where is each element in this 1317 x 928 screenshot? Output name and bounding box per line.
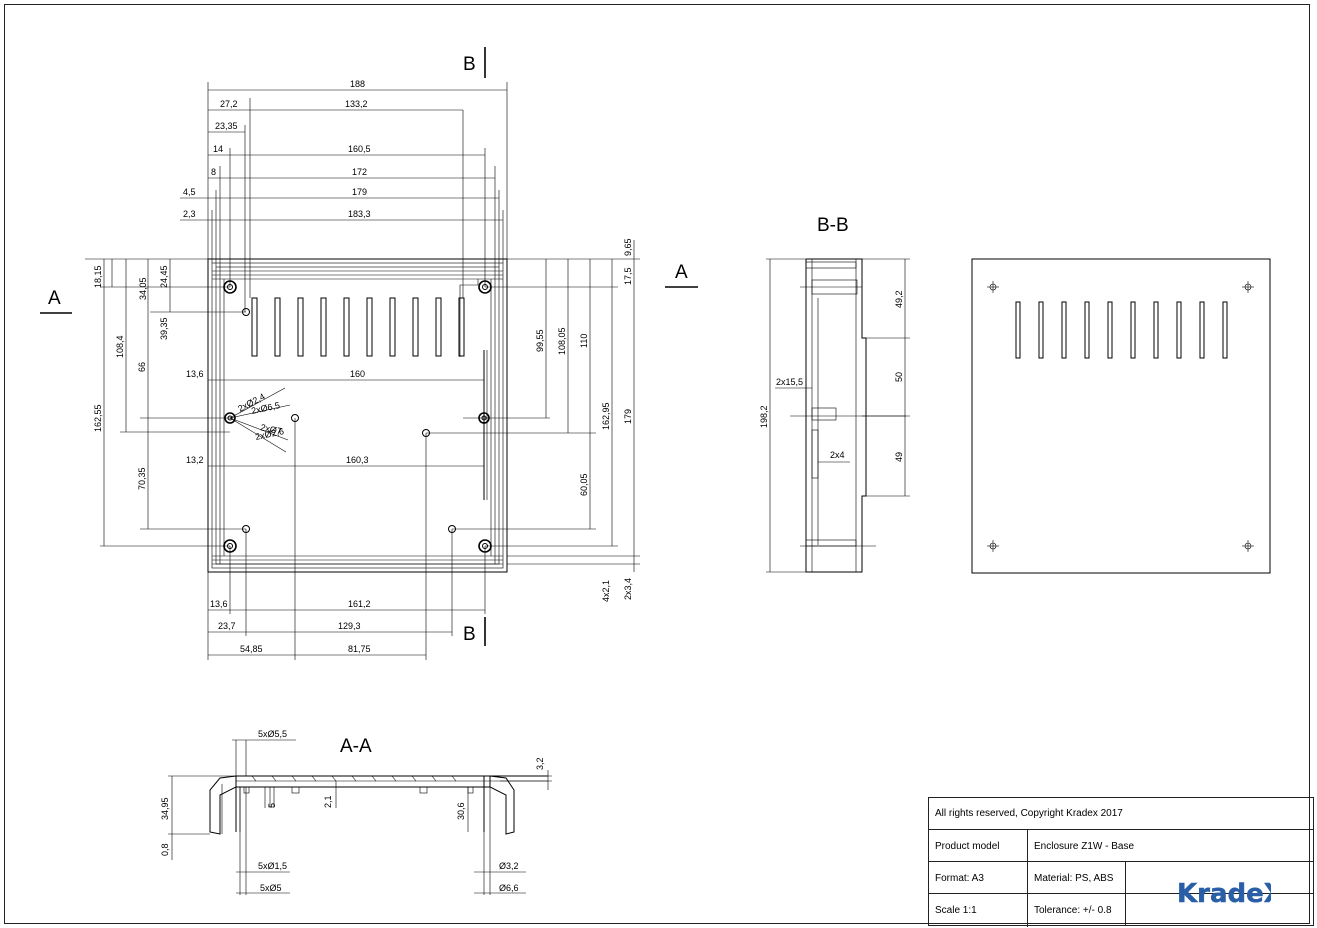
dim-2xd7: 2xØ7 bbox=[260, 422, 283, 436]
dim-2-3: 2,3 bbox=[183, 209, 196, 219]
dim-49-2: 49,2 bbox=[894, 290, 904, 308]
dim-129-3: 129,3 bbox=[338, 621, 361, 631]
dim-2x4: 2x4 bbox=[830, 450, 845, 460]
dim-13-6-bottom: 13,6 bbox=[210, 599, 228, 609]
section-b-top-label: B bbox=[463, 54, 476, 75]
dim-160-5: 160,5 bbox=[348, 144, 371, 154]
dim-108-05: 108,05 bbox=[557, 327, 567, 355]
dim-2-1: 2,1 bbox=[323, 795, 333, 808]
dim-2x3-4: 2x3,4 bbox=[623, 578, 633, 600]
dim-5: 5 bbox=[267, 803, 277, 808]
dim-188: 188 bbox=[350, 79, 365, 89]
dim-34-05: 34,05 bbox=[138, 277, 148, 300]
dim-0-8: 0,8 bbox=[160, 843, 170, 856]
section-a-right-label: A bbox=[675, 262, 688, 283]
section-b-bottom-label: B bbox=[463, 624, 476, 645]
dim-4-5: 4,5 bbox=[183, 187, 196, 197]
dim-13-6-mid: 13,6 bbox=[186, 369, 204, 379]
dim-18-15: 18,15 bbox=[93, 265, 103, 288]
dim-d3-2: Ø3,2 bbox=[499, 861, 519, 871]
dim-2x15-5: 2x15,5 bbox=[776, 377, 803, 387]
dim-162-55: 162,55 bbox=[93, 404, 103, 432]
scale-text: Scale 1:1 bbox=[935, 905, 977, 916]
dim-81-75: 81,75 bbox=[348, 644, 371, 654]
dim-34-95: 34,95 bbox=[160, 797, 170, 820]
dim-3-2: 3,2 bbox=[535, 757, 545, 770]
product-model-label: Product model bbox=[935, 840, 1000, 852]
dim-183-3: 183,3 bbox=[348, 209, 371, 219]
title-row-scale: Scale 1:1 Tolerance: +/- 0.8 bbox=[929, 893, 1313, 927]
dim-17-5: 17,5 bbox=[623, 267, 633, 285]
title-row-copyright: All rights reserved, Copyright Kradex 20… bbox=[929, 798, 1313, 829]
dim-49: 49 bbox=[894, 452, 904, 462]
copyright-text: All rights reserved, Copyright Kradex 20… bbox=[935, 808, 1123, 819]
dim-66: 66 bbox=[137, 362, 147, 372]
dim-30-6: 30,6 bbox=[456, 802, 466, 820]
dim-39-35: 39,35 bbox=[159, 317, 169, 340]
section-a-left-label: A bbox=[48, 288, 61, 309]
dim-133-2: 133,2 bbox=[345, 99, 368, 109]
dim-108-4: 108,4 bbox=[115, 335, 125, 358]
dim-198-2: 198,2 bbox=[759, 405, 769, 428]
dim-179-right: 179 bbox=[623, 409, 633, 424]
drawing-frame bbox=[4, 4, 1310, 924]
dim-5xd5: 5xØ5 bbox=[260, 883, 282, 893]
dim-162-95: 162,95 bbox=[601, 402, 611, 430]
title-row-format: Format: A3 Material: PS, ABS bbox=[929, 861, 1313, 894]
dim-5xd1-5: 5xØ1,5 bbox=[258, 861, 287, 871]
material-text: Material: PS, ABS bbox=[1027, 862, 1127, 894]
title-block: All rights reserved, Copyright Kradex 20… bbox=[928, 797, 1314, 927]
format-text: Format: A3 bbox=[935, 872, 984, 884]
vent-slots bbox=[251, 297, 465, 357]
dim-5xd5-5: 5xØ5,5 bbox=[258, 729, 287, 739]
dim-160-3: 160,3 bbox=[346, 455, 369, 465]
dim-54-85: 54,85 bbox=[240, 644, 263, 654]
dim-9-65: 9,65 bbox=[623, 238, 633, 256]
title-row-product: Product model Enclosure Z1W - Base bbox=[929, 829, 1313, 862]
dim-160: 160 bbox=[350, 369, 365, 379]
back-vent-slots bbox=[1015, 301, 1228, 359]
title-divider bbox=[1125, 861, 1127, 926]
dim-23-7: 23,7 bbox=[218, 621, 236, 631]
dim-50: 50 bbox=[894, 372, 904, 382]
dim-179: 179 bbox=[352, 187, 367, 197]
dim-27-2: 27,2 bbox=[220, 99, 238, 109]
dim-70-35: 70,35 bbox=[137, 467, 147, 490]
section-bb-title: B-B bbox=[817, 215, 849, 236]
dim-161-2: 161,2 bbox=[348, 599, 371, 609]
dim-172: 172 bbox=[352, 167, 367, 177]
section-bb-view: B-B bbox=[759, 215, 910, 573]
product-model-value: Enclosure Z1W - Base bbox=[1027, 830, 1314, 862]
dim-60-05: 60,05 bbox=[579, 473, 589, 496]
screw-bosses bbox=[223, 280, 492, 553]
back-view bbox=[971, 258, 1271, 574]
top-view: B B A A 188 27,2 133,2 23,35 14 160,5 8 … bbox=[40, 47, 698, 660]
dim-24-45: 24,45 bbox=[159, 265, 169, 288]
section-aa-title: A-A bbox=[340, 736, 372, 757]
kradex-logo: KradeX bbox=[1177, 879, 1271, 910]
dim-99-55: 99,55 bbox=[535, 329, 545, 352]
dim-8: 8 bbox=[211, 167, 216, 177]
tolerance-text: Tolerance: +/- 0.8 bbox=[1027, 894, 1127, 927]
dim-13-2: 13,2 bbox=[186, 455, 204, 465]
dim-23-35: 23,35 bbox=[215, 121, 238, 131]
dim-110: 110 bbox=[579, 334, 589, 348]
dim-4x2-1: 4x2,1 bbox=[601, 580, 611, 602]
back-holes bbox=[987, 281, 1254, 552]
section-aa-view: A-A bbox=[160, 729, 552, 895]
kradex-logo-text: KradeX bbox=[1177, 879, 1271, 909]
dim-2xd2-6: 2xØ2,6 bbox=[254, 426, 284, 442]
dim-d6-6: Ø6,6 bbox=[499, 883, 519, 893]
dim-14: 14 bbox=[213, 144, 223, 154]
